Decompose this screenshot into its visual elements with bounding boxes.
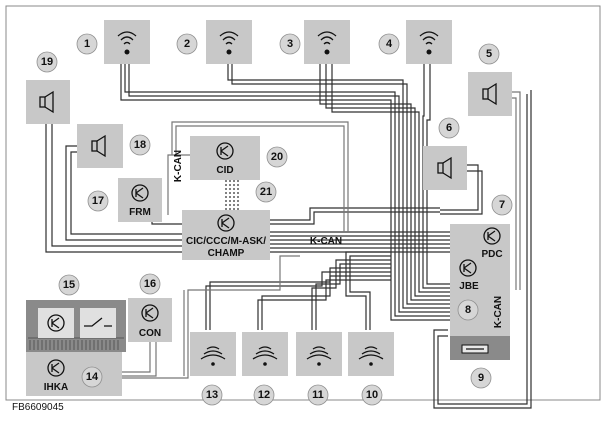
svg-text:11: 11 — [312, 389, 324, 401]
callout-15: 15 — [58, 274, 80, 296]
svg-text:18: 18 — [134, 139, 146, 151]
ultrasonic-sensor-icon — [200, 346, 226, 366]
antenna-1 — [104, 20, 150, 64]
callout-21: 21 — [255, 181, 277, 203]
antenna-icon — [219, 31, 239, 55]
control-unit-icon — [47, 314, 65, 332]
speaker-6 — [423, 146, 467, 190]
speaker-19 — [26, 80, 70, 124]
cid-label: CID — [216, 165, 233, 176]
con-label: CON — [139, 328, 161, 339]
callout-1: 1 — [76, 33, 98, 55]
fuse-box — [450, 336, 510, 360]
svg-text:16: 16 — [144, 278, 156, 290]
antenna-2 — [206, 20, 252, 64]
frm-unit: FRM — [118, 178, 162, 222]
antenna-4 — [406, 20, 452, 64]
ihka-label: IHKA — [44, 382, 68, 393]
callout-11: 11 — [307, 384, 329, 406]
cic-unit: CIC/CCC/M-ASK/ CHAMP — [182, 210, 270, 260]
svg-text:3: 3 — [287, 38, 293, 50]
ihka-unit: IHKA — [26, 300, 126, 396]
control-unit-icon — [131, 184, 149, 202]
ihka-comb — [29, 340, 119, 350]
callout-12: 12 — [253, 384, 275, 406]
kcan-label-right: K-CAN — [493, 296, 504, 328]
svg-text:1: 1 — [84, 38, 90, 50]
antenna-icon — [419, 31, 439, 55]
callout-18: 18 — [129, 134, 151, 156]
svg-text:6: 6 — [446, 122, 452, 134]
svg-text:5: 5 — [486, 48, 492, 60]
svg-text:7: 7 — [499, 199, 505, 211]
callout-17: 17 — [87, 190, 109, 212]
callout-19: 19 — [36, 51, 58, 73]
callout-10: 10 — [361, 384, 383, 406]
callout-5: 5 — [478, 43, 500, 65]
ultrasonic-sensor-icon — [252, 346, 278, 366]
callout-20: 20 — [266, 146, 288, 168]
callout-14: 14 — [81, 366, 103, 388]
control-unit-icon — [459, 259, 477, 277]
cid-unit: CID — [190, 136, 260, 180]
svg-text:4: 4 — [386, 38, 393, 50]
ultrasonic-sensor-icon — [306, 346, 332, 366]
svg-text:8: 8 — [465, 304, 471, 316]
svg-text:12: 12 — [258, 389, 270, 401]
speaker-icon — [437, 156, 452, 180]
callout-6: 6 — [438, 117, 460, 139]
sensor-11 — [296, 332, 342, 376]
svg-text:2: 2 — [184, 38, 190, 50]
svg-text:17: 17 — [92, 195, 104, 207]
svg-text:15: 15 — [63, 279, 75, 291]
control-unit-icon — [217, 214, 235, 232]
figure-code: FB6609045 — [12, 402, 64, 413]
frm-label: FRM — [129, 207, 151, 218]
callout-3: 3 — [279, 33, 301, 55]
control-unit-icon — [47, 359, 65, 377]
control-unit-icon — [141, 304, 159, 322]
speaker-18 — [77, 124, 123, 168]
con-unit: CON — [128, 298, 172, 342]
callout-2: 2 — [176, 33, 198, 55]
sensor-12 — [242, 332, 288, 376]
callout-9: 9 — [470, 367, 492, 389]
switch-icon — [84, 317, 112, 327]
control-unit-icon — [216, 142, 234, 160]
jbe-label: JBE — [459, 281, 479, 292]
svg-text:10: 10 — [366, 389, 378, 401]
callout-16: 16 — [139, 273, 161, 295]
kcan-label-mid: K-CAN — [310, 236, 342, 247]
svg-text:13: 13 — [206, 389, 218, 401]
kcan-label-cid: K-CAN — [173, 150, 184, 182]
fuse-icon — [461, 344, 489, 354]
svg-text:14: 14 — [86, 371, 99, 383]
callout-8: 8 — [457, 299, 479, 321]
pdc-label: PDC — [481, 249, 502, 260]
svg-text:21: 21 — [260, 186, 272, 198]
sensor-13 — [190, 332, 236, 376]
antenna-3 — [304, 20, 350, 64]
sensor-10 — [348, 332, 394, 376]
speaker-icon — [39, 90, 54, 114]
diagram-frame — [5, 5, 601, 401]
callout-7: 7 — [491, 194, 513, 216]
callout-4: 4 — [378, 33, 400, 55]
control-unit-icon — [483, 227, 501, 245]
antenna-icon — [117, 31, 137, 55]
svg-text:19: 19 — [41, 56, 53, 68]
pdc-jbe-unit: PDC JBE — [450, 224, 510, 336]
svg-text:9: 9 — [478, 372, 484, 384]
callout-13: 13 — [201, 384, 223, 406]
antenna-icon — [317, 31, 337, 55]
speaker-5 — [468, 72, 512, 116]
speaker-icon — [91, 134, 106, 158]
ultrasonic-sensor-icon — [358, 346, 384, 366]
cic-label-line1: CIC/CCC/M-ASK/ — [186, 236, 266, 247]
speaker-icon — [482, 82, 497, 106]
cic-label-line2: CHAMP — [208, 248, 245, 259]
svg-text:20: 20 — [271, 151, 283, 163]
